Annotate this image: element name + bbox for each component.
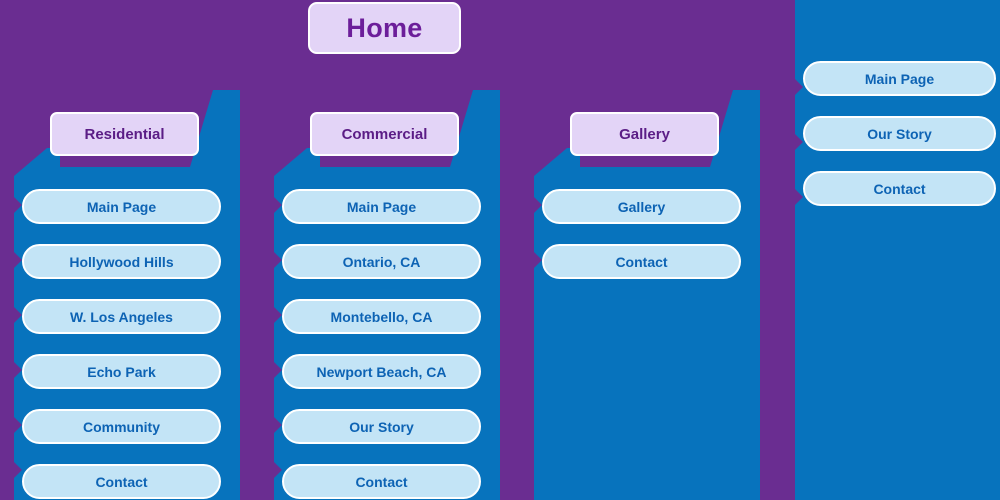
menu-item[interactable]: Main Page [22,189,221,224]
menu-item[interactable]: Ontario, CA [282,244,481,279]
menu-item[interactable]: Contact [22,464,221,499]
menu-item-label: Contact [615,253,668,270]
root-node-label: Home [346,12,423,43]
menu-item-label: Montebello, CA [330,308,433,325]
menu-item-label: Main Page [346,198,417,215]
menu-item-label: Main Page [86,198,157,215]
menu-item[interactable]: Contact [803,171,996,206]
menu-item-label: Community [83,418,160,435]
menu-item-label: Main Page [864,70,935,87]
menu-item[interactable]: Gallery [542,189,741,224]
menu-item[interactable]: Main Page [803,61,996,96]
menu-item-label: Ontario, CA [342,253,421,270]
menu-item[interactable]: Contact [542,244,741,279]
menu-item[interactable]: Newport Beach, CA [282,354,481,389]
menu-item-label: Contact [873,180,926,197]
menu-item-label: Gallery [617,198,666,215]
column-header-label: Gallery [619,125,670,143]
menu-item-label: Hollywood Hills [69,253,174,270]
menu-item-label: Newport Beach, CA [316,363,447,380]
column-header-commercial[interactable]: Commercial [310,112,459,156]
column-header-residential[interactable]: Residential [50,112,199,156]
menu-item[interactable]: Our Story [282,409,481,444]
menu-item[interactable]: Montebello, CA [282,299,481,334]
column-header-label: Residential [84,125,165,143]
menu-item[interactable]: Hollywood Hills [22,244,221,279]
menu-item-label: Contact [355,473,408,490]
menu-item-label: Our Story [349,418,414,435]
menu-item[interactable]: Community [22,409,221,444]
menu-item[interactable]: W. Los Angeles [22,299,221,334]
menu-item[interactable]: Contact [282,464,481,499]
root-node-home[interactable]: Home [308,2,461,54]
menu-item[interactable]: Our Story [803,116,996,151]
menu-item-label: Our Story [867,125,932,142]
menu-item-label: Contact [95,473,148,490]
menu-item[interactable]: Main Page [282,189,481,224]
menu-item[interactable]: Echo Park [22,354,221,389]
column-header-gallery[interactable]: Gallery [570,112,719,156]
column-header-label: Commercial [341,125,428,143]
menu-item-label: Echo Park [87,363,156,380]
menu-item-label: W. Los Angeles [70,308,173,325]
